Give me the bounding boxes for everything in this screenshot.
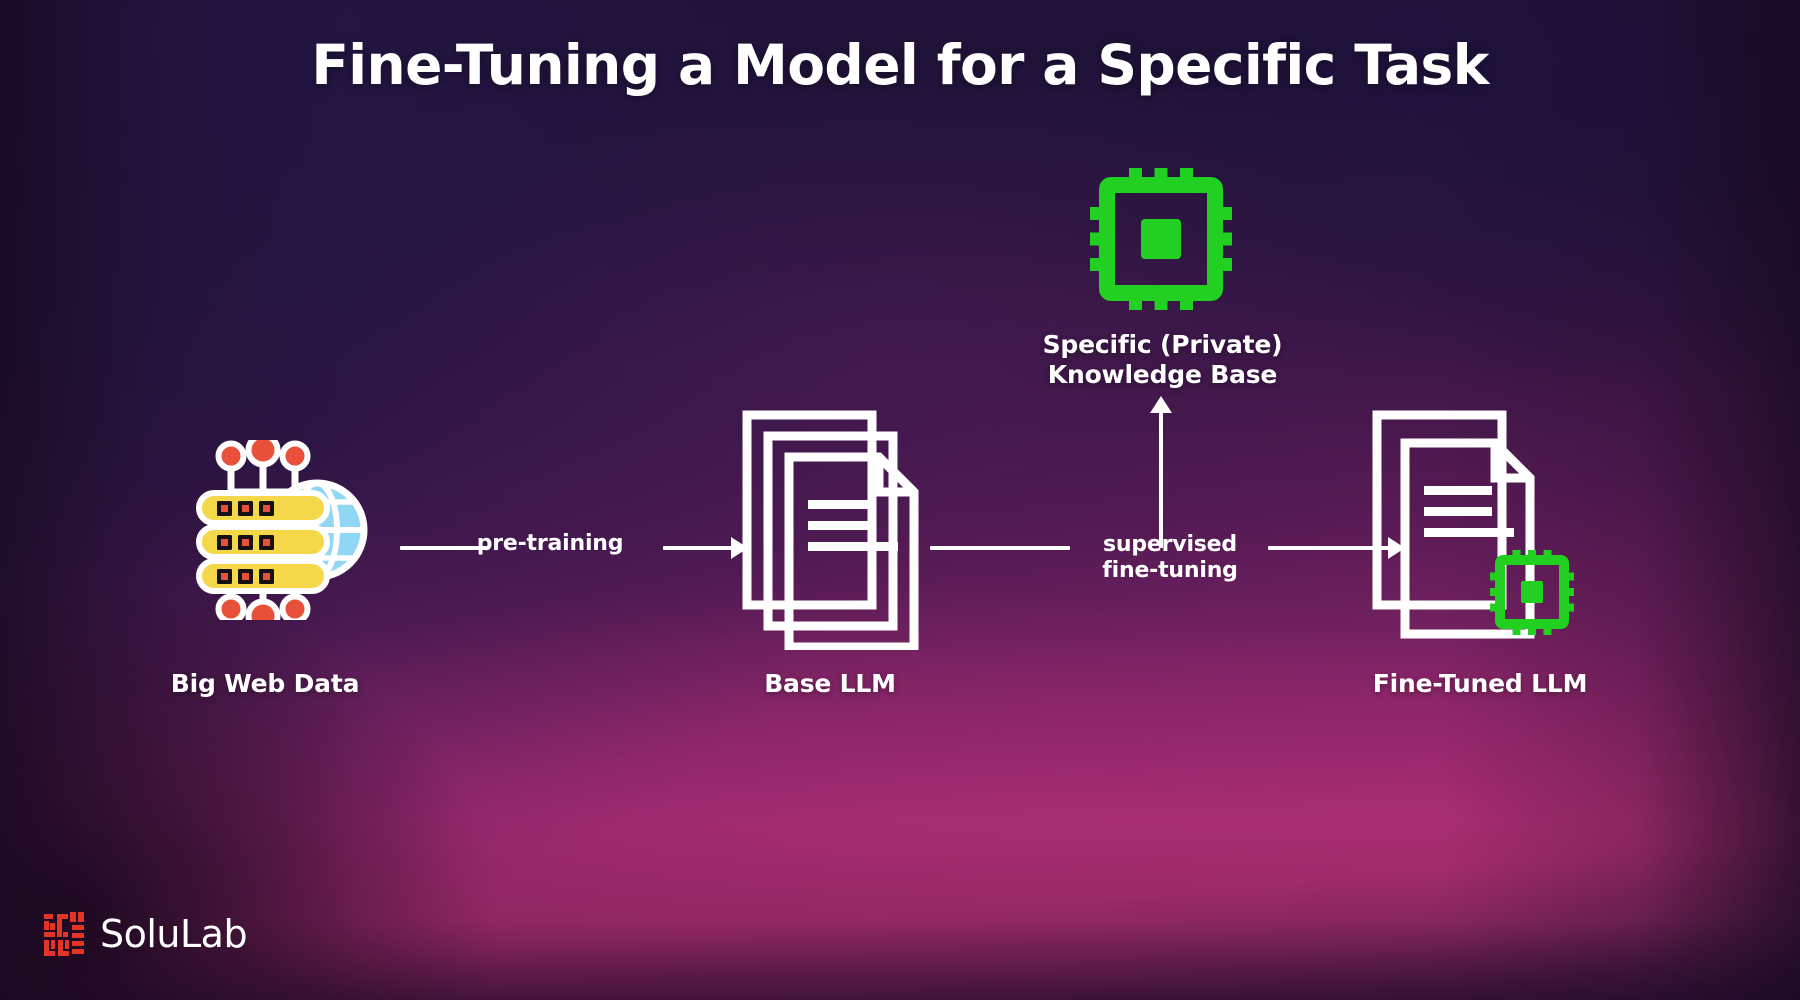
document-text-lines (808, 500, 898, 551)
solulab-brand-text: SoluLab (100, 912, 248, 956)
solulab-logo-mark (44, 912, 84, 956)
cpu-chip-icon (1090, 168, 1232, 314)
chip-body (1099, 177, 1223, 301)
edge-label-pre-training: pre-training (476, 531, 624, 556)
node-label-base-llm: Base LLM (764, 669, 896, 698)
arrow-knowledge-feed-line (1159, 412, 1163, 548)
document-text-lines (1424, 486, 1514, 537)
node-label-knowledge-base: Specific (Private) Knowledge Base (1042, 330, 1283, 389)
web-database-globe-icon (195, 432, 375, 634)
server-racks-icon (196, 490, 330, 594)
arrow-pre-training-left-segment (400, 546, 488, 550)
node-label-fine-tuned-llm: Fine-Tuned LLM (1372, 669, 1588, 698)
solulab-logo[interactable]: SoluLab (44, 912, 248, 956)
arrow-sft-right-segment (1268, 546, 1394, 550)
node-label-big-web-data: Big Web Data (170, 669, 360, 698)
arrow-head-knowledge-feed (1150, 396, 1172, 413)
chip-badge-icon (1490, 550, 1574, 635)
document-stack-icon (742, 410, 927, 654)
page-title: Fine-Tuning a Model for a Specific Task (311, 33, 1489, 97)
arrow-pre-training-right-segment (663, 546, 736, 550)
edge-label-supervised-fine-tuning: supervised fine-tuning (1102, 532, 1238, 584)
document-stack-with-chip-icon (1372, 410, 1582, 659)
arrow-sft-left-segment (930, 546, 1070, 550)
chip-core (1141, 219, 1181, 259)
